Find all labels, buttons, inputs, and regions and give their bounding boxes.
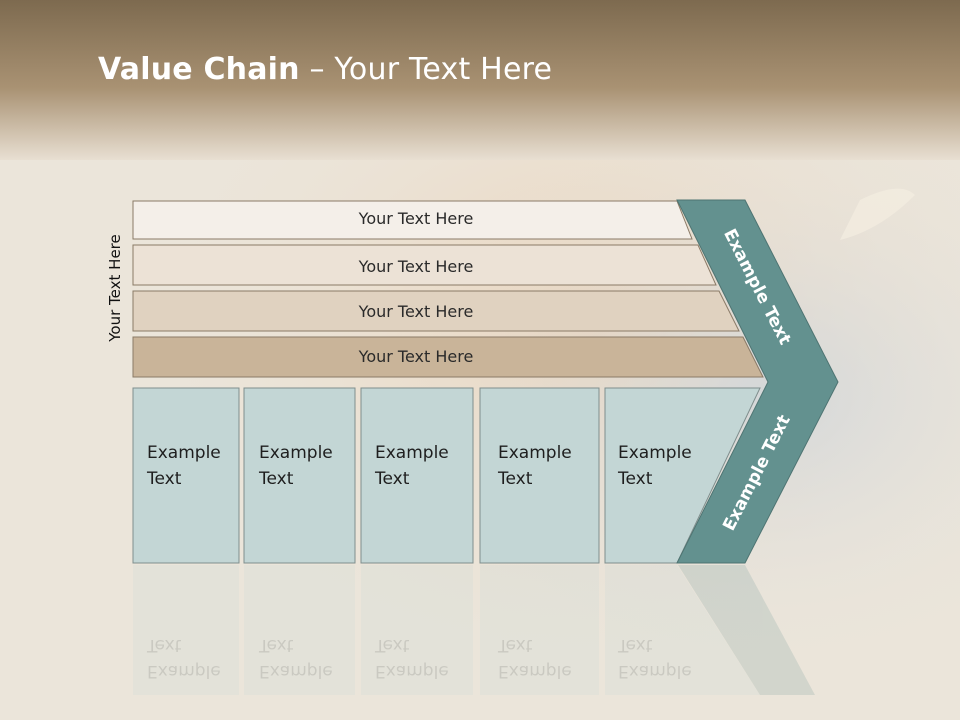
row-2-bar — [132, 244, 717, 286]
row-1-label: Your Text Here — [358, 209, 474, 228]
slide-title: Value Chain – Your Text Here — [98, 52, 553, 87]
box-4 — [479, 387, 600, 564]
chevron-arrow — [676, 199, 839, 564]
box-3 — [360, 387, 474, 564]
box-1 — [132, 387, 240, 564]
row-3-bar — [132, 290, 740, 332]
row-2-label: Your Text Here — [358, 257, 474, 276]
reflection-group — [133, 565, 815, 695]
row-3-label: Your Text Here — [358, 302, 474, 321]
row-4-bar — [132, 336, 764, 378]
row-1-bar — [132, 200, 693, 240]
row-4-label: Your Text Here — [358, 347, 474, 366]
box-2 — [243, 387, 356, 564]
